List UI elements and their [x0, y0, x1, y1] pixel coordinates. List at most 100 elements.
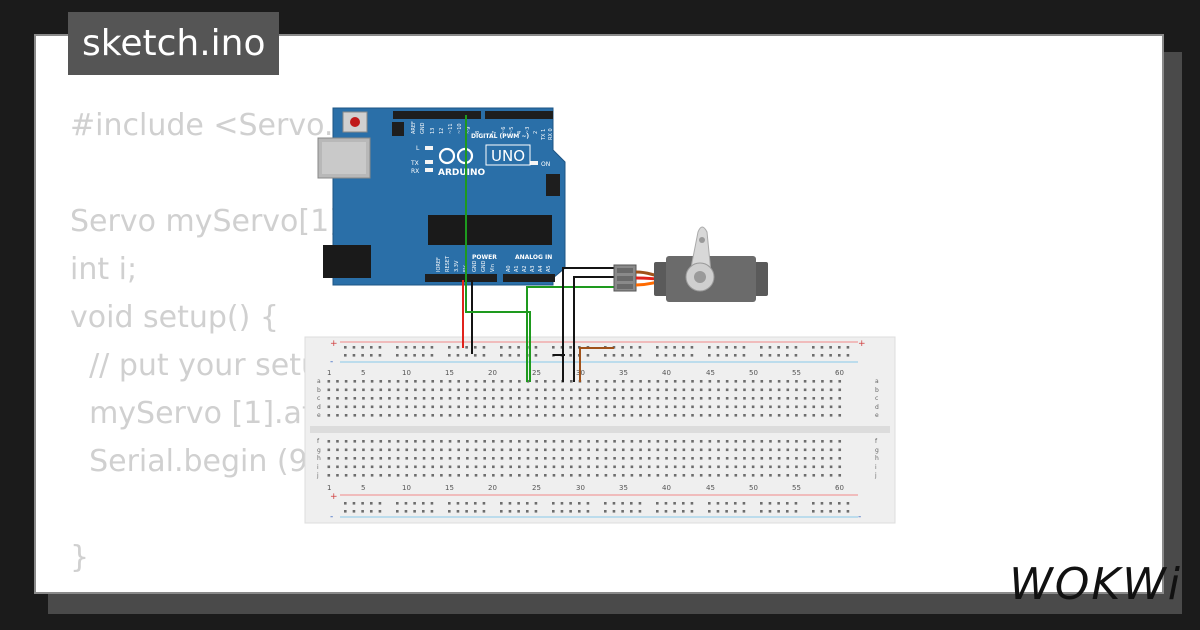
- row-letter: h: [317, 455, 321, 462]
- breadboard-hole: [587, 405, 590, 409]
- breadboard-hole: [760, 510, 763, 513]
- breadboard-hole: [440, 380, 443, 383]
- breadboard-hole: [456, 354, 460, 357]
- breadboard-hole: [638, 502, 642, 505]
- breadboard-hole: [327, 405, 331, 409]
- breadboard-hole: [821, 380, 824, 383]
- breadboard-hole: [786, 388, 790, 392]
- pin-label: A2: [522, 265, 528, 272]
- breadboard-hole: [422, 388, 426, 392]
- breadboard-hole: [370, 388, 374, 392]
- breadboard-hole: [656, 397, 660, 400]
- breadboard-hole: [708, 346, 711, 349]
- breadboard-hole: [500, 397, 504, 400]
- breadboard-hole: [517, 502, 520, 505]
- breadboard-hole: [803, 405, 807, 409]
- breadboard-hole: [673, 510, 676, 513]
- breadboard-hole: [656, 474, 660, 477]
- breadboard-hole: [821, 457, 824, 460]
- breadboard-hole: [388, 465, 391, 469]
- breadboard-hole: [534, 502, 538, 505]
- breadboard-hole: [803, 380, 807, 383]
- breadboard-hole: [544, 457, 547, 460]
- breadboard-hole: [569, 354, 572, 357]
- breadboard-hole: [508, 346, 512, 349]
- breadboard-hole: [682, 465, 686, 469]
- breadboard-hole: [595, 457, 599, 460]
- breadboard-hole: [733, 510, 737, 513]
- breadboard-hole: [431, 397, 435, 400]
- breadboard-hole: [483, 457, 486, 460]
- breadboard-hole: [413, 510, 416, 513]
- breadboard-hole: [769, 457, 772, 460]
- breadboard-hole: [691, 397, 694, 400]
- breadboard-hole: [708, 510, 711, 513]
- breadboard-hole: [379, 474, 383, 477]
- breadboard-hole: [473, 354, 477, 357]
- breadboard-hole: [673, 414, 677, 417]
- breadboard-hole: [362, 380, 365, 383]
- breadboard-hole: [621, 465, 625, 469]
- breadboard-hole: [751, 388, 755, 392]
- breadboard-hole: [448, 388, 452, 392]
- breadboard-hole: [352, 510, 356, 513]
- breadboard-hole: [483, 448, 486, 452]
- breadboard-hole: [769, 414, 772, 417]
- breadboard-hole: [742, 502, 746, 505]
- breadboard-hole: [656, 448, 660, 452]
- breadboard-hole: [716, 510, 720, 513]
- breadboard-hole: [682, 388, 686, 392]
- led-label-rx: RX: [411, 168, 419, 175]
- breadboard-hole: [327, 388, 331, 392]
- breadboard-hole: [361, 510, 364, 513]
- breadboard-hole: [474, 457, 478, 460]
- breadboard-hole: [474, 397, 478, 400]
- breadboard-hole: [569, 388, 573, 392]
- breadboard-hole: [742, 510, 746, 513]
- breadboard-hole: [656, 510, 659, 513]
- breadboard-hole: [673, 346, 676, 349]
- breadboard-hole: [751, 465, 755, 469]
- column-number: 40: [662, 369, 671, 377]
- breadboard-hole: [751, 457, 755, 460]
- pin-label: A0: [506, 265, 512, 272]
- breadboard-hole: [396, 440, 400, 443]
- breadboard-hole: [777, 465, 781, 469]
- breadboard-holes: [327, 346, 850, 513]
- breadboard-hole: [717, 380, 720, 383]
- breadboard-hole: [829, 502, 832, 505]
- breadboard-hole: [743, 388, 746, 392]
- breadboard-hole: [820, 510, 824, 513]
- breadboard-hole: [587, 448, 590, 452]
- breadboard-hole: [396, 388, 400, 392]
- breadboard-hole: [544, 397, 547, 400]
- breadboard-hole: [656, 502, 659, 505]
- pin-label: RX 0: [548, 128, 554, 140]
- column-number: 50: [749, 484, 758, 492]
- breadboard-hole: [369, 510, 373, 513]
- breadboard-hole: [448, 380, 452, 383]
- breadboard-hole: [725, 414, 729, 417]
- breadboard-hole: [820, 502, 824, 505]
- breadboard-hole: [587, 465, 590, 469]
- breadboard-hole: [664, 346, 668, 349]
- column-number: 35: [619, 369, 628, 377]
- breadboard-hole: [717, 414, 720, 417]
- breadboard-hole: [734, 414, 738, 417]
- breadboard-hole: [587, 457, 590, 460]
- filename-tab[interactable]: sketch.ino: [68, 12, 280, 75]
- breadboard-hole: [639, 414, 642, 417]
- rail-minus-label: -: [330, 357, 333, 367]
- column-number: 15: [445, 484, 454, 492]
- breadboard-hole: [569, 380, 573, 383]
- breadboard-hole: [569, 397, 573, 400]
- breadboard-hole: [518, 405, 521, 409]
- pin-label: 3.3V: [454, 260, 460, 272]
- breadboard-hole: [604, 448, 608, 452]
- breadboard-hole: [586, 510, 590, 513]
- breadboard-hole: [777, 440, 781, 443]
- breadboard-hole: [803, 474, 807, 477]
- breadboard-hole: [473, 510, 477, 513]
- row-letter: b: [317, 387, 321, 394]
- breadboard-hole: [630, 405, 634, 409]
